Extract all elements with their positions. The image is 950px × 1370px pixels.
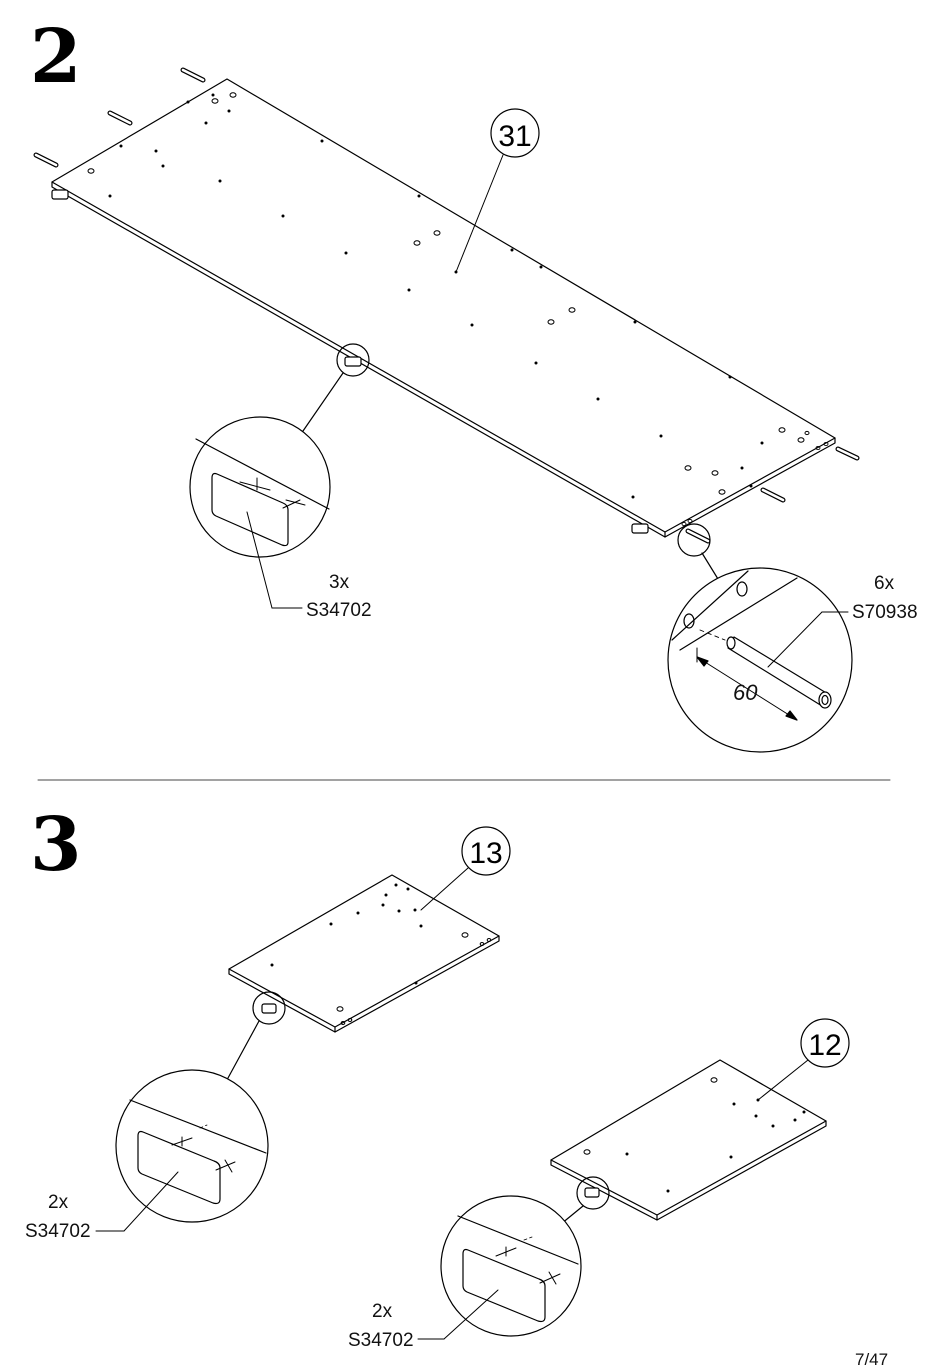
plastic-clip-icon <box>211 472 289 547</box>
step-number-2: 2 <box>30 14 81 100</box>
part-number-13: 13 <box>469 837 502 870</box>
dowel-length-dimension: 60 <box>733 680 758 705</box>
clip-code-label-12: S34702 <box>348 1330 414 1351</box>
clip-detail-callout <box>189 343 370 609</box>
part-number-31: 31 <box>498 120 531 153</box>
page-indicator: 7/47 <box>855 1350 889 1369</box>
step-number-3: 3 <box>30 802 81 888</box>
dowel-detail-callout <box>667 523 853 753</box>
part-number-12: 12 <box>808 1029 841 1062</box>
clip-detail-callout-13 <box>95 991 286 1232</box>
dowel-code-label: S70938 <box>852 602 918 623</box>
clip-code-label: S34702 <box>306 600 372 621</box>
panel-12 <box>550 1059 827 1221</box>
part-label-31: 31 <box>455 108 540 273</box>
part-label-13: 13 <box>420 826 511 911</box>
clip-quantity-label-12: 2x <box>372 1301 393 1322</box>
clip-quantity-label-13: 2x <box>48 1192 69 1213</box>
panel-31 <box>33 67 860 544</box>
plastic-clip-icon <box>137 1130 221 1205</box>
clip-quantity-label: 3x <box>329 572 350 593</box>
panel-13 <box>228 874 500 1033</box>
wooden-dowel-icon <box>726 636 832 709</box>
dowel-quantity-label: 6x <box>874 573 895 594</box>
clip-detail-callout-12 <box>417 1176 610 1340</box>
part-label-12: 12 <box>757 1018 850 1101</box>
clip-code-label-13: S34702 <box>25 1221 91 1242</box>
plastic-clip-icon <box>462 1248 546 1323</box>
